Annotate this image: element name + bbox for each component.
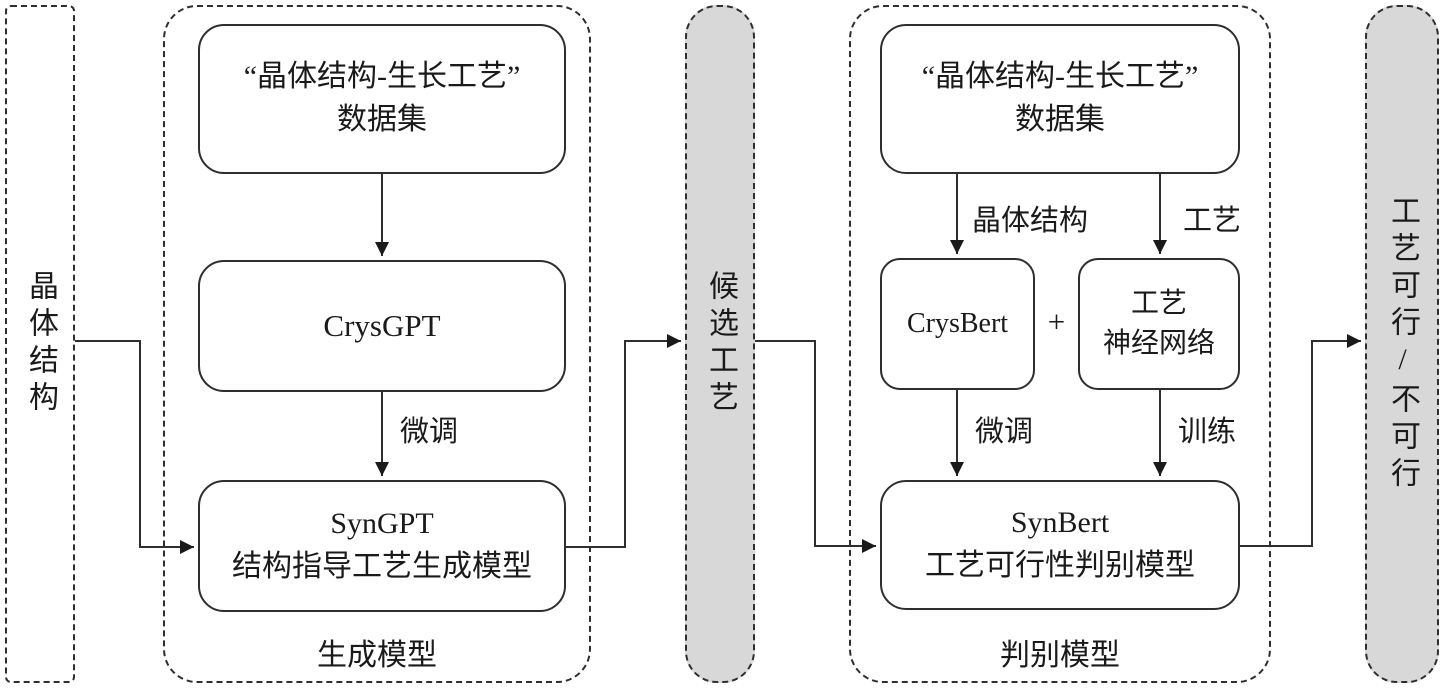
- discriminator-dataset-line1: “晶体结构-生长工艺”: [921, 60, 1199, 94]
- input-panel: 晶体结构: [5, 5, 75, 683]
- crysgpt-label: CrysGPT: [323, 307, 441, 343]
- crysbert-label: CrysBert: [906, 308, 1009, 340]
- edge-label-process: 工艺: [1183, 205, 1242, 237]
- edge-syngpt-to-candidate: [566, 334, 681, 548]
- discriminator-dataset-box: “晶体结构-生长工艺” 数据集: [880, 24, 1240, 174]
- discriminator-train-label: 训练: [1178, 416, 1237, 448]
- synbert-box: SynBert 工艺可行性判别模型: [880, 480, 1240, 610]
- edge-candidate-to-synbert: [755, 340, 876, 553]
- discriminator-dataset-line2: 数据集: [1015, 103, 1105, 136]
- output-panel: 工艺可行/不可行: [1365, 5, 1439, 683]
- crysbert-box: CrysBert: [880, 258, 1035, 390]
- generator-caption: 生成模型: [317, 639, 437, 672]
- edge-synbert-to-output: [1240, 334, 1361, 547]
- candidate-process-label: 候选工艺: [704, 270, 737, 418]
- candidate-process-panel: 候选工艺: [685, 5, 755, 683]
- input-label: 晶体结构: [24, 270, 57, 418]
- process-nn-box: 工艺 神经网络: [1078, 258, 1240, 390]
- discriminator-finetune-label: 微调: [975, 416, 1034, 448]
- crysgpt-box: CrysGPT: [198, 260, 566, 392]
- generator-container: [163, 5, 591, 683]
- plus-sign: +: [1047, 304, 1066, 339]
- generator-dataset-box: “晶体结构-生长工艺” 数据集: [198, 24, 566, 174]
- generator-dataset-line2: 数据集: [337, 103, 427, 136]
- edge-input-to-syngpt: [75, 340, 194, 554]
- syngpt-line2: 结构指导工艺生成模型: [232, 550, 532, 583]
- edge-label-structure: 晶体结构: [972, 205, 1089, 237]
- discriminator-container: [849, 5, 1271, 683]
- process-nn-line2: 神经网络: [1102, 328, 1215, 359]
- synbert-line2: 工艺可行性判别模型: [925, 549, 1195, 582]
- process-nn-line1: 工艺: [1130, 288, 1187, 320]
- syngpt-line1: SynGPT: [330, 507, 434, 541]
- generator-dataset-line1: “晶体结构-生长工艺”: [243, 60, 521, 94]
- output-label: 工艺可行/不可行: [1386, 194, 1419, 494]
- syngpt-box: SynGPT 结构指导工艺生成模型: [198, 480, 566, 612]
- discriminator-caption: 判别模型: [1000, 639, 1120, 672]
- generator-finetune-label: 微调: [400, 416, 459, 448]
- synbert-line1: SynBert: [1010, 506, 1110, 540]
